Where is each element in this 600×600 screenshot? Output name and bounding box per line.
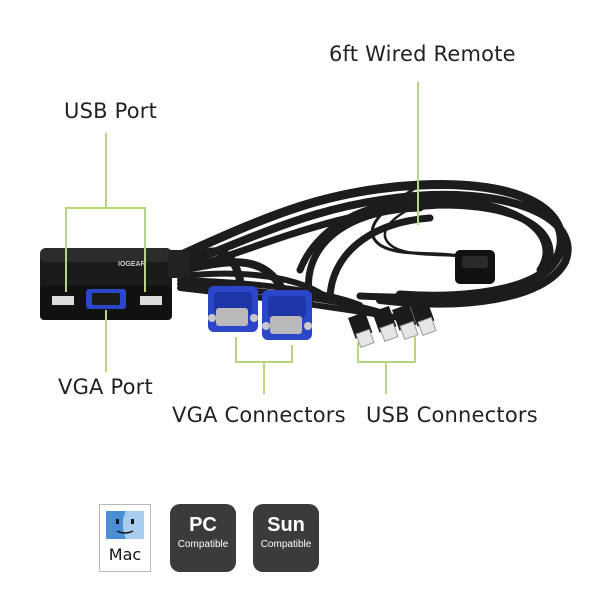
usb-port-left <box>52 296 74 305</box>
mac-face-icon <box>106 511 144 539</box>
vga-port-label: VGA Port <box>58 375 153 399</box>
sun-compatible-badge: Sun Compatible <box>253 504 319 572</box>
usb-port-right <box>140 296 162 305</box>
vga-connector-2 <box>262 290 312 340</box>
wired-remote <box>455 250 495 284</box>
usb-connectors-label: USB Connectors <box>366 403 538 427</box>
kvm-switch-body: IOGEAR <box>40 248 190 320</box>
pc-badge-subtitle: Compatible <box>177 539 229 550</box>
vga-connector-1 <box>208 286 258 332</box>
remote-label: 6ft Wired Remote <box>329 42 516 66</box>
pc-compatible-badge: PC Compatible <box>170 504 236 572</box>
mac-label: Mac <box>108 545 142 564</box>
usb-port-label: USB Port <box>64 99 158 123</box>
brand-logo: IOGEAR <box>118 261 146 268</box>
sun-badge-title: Sun <box>267 514 305 536</box>
usb-connectors <box>348 299 437 349</box>
callout-lines <box>65 82 419 394</box>
vga-connectors-label: VGA Connectors <box>172 403 346 427</box>
mac-compatible-badge: Mac <box>99 504 151 572</box>
sun-badge-subtitle: Compatible <box>260 539 312 550</box>
pc-badge-title: PC <box>189 514 217 536</box>
